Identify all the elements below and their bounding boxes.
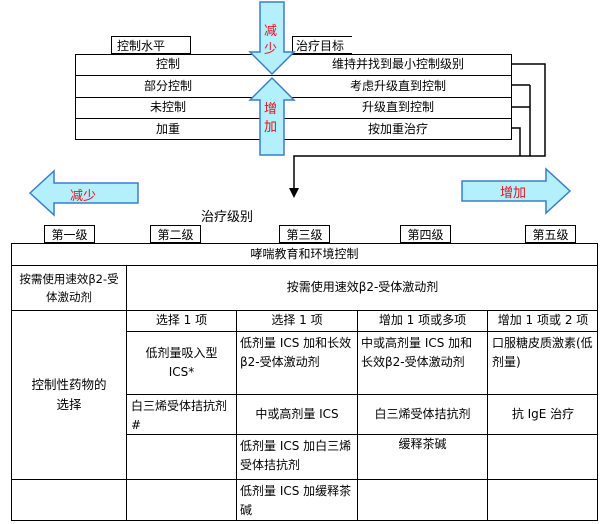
treatment-levels-label: 治疗级别 xyxy=(201,210,254,225)
step-4: 第四级 xyxy=(400,225,451,243)
header-step5: 增加 1 项或 2 项 xyxy=(497,313,589,328)
decrease-arrow xyxy=(28,169,139,217)
arrow-up-increase xyxy=(248,76,296,156)
arrow-up-label-2: 加 xyxy=(264,120,278,135)
level-partly-controlled: 部分控制 xyxy=(143,78,192,93)
step-2: 第二级 xyxy=(150,225,201,243)
cell-r1-step5: 口服糖皮质激素(低剂量) xyxy=(492,336,593,369)
cell-r2-step4: 白三烯受体拮抗剂 xyxy=(374,406,471,421)
cell-r1-step4: 中或高剂量 ICS 加和长效β2-受体激动剂 xyxy=(361,336,473,369)
arrow-down-label-2: 少 xyxy=(264,42,278,57)
arrow-up-label-1: 增 xyxy=(264,102,278,117)
step-5: 第五级 xyxy=(525,225,576,243)
control-level-label: 控制水平 xyxy=(117,39,166,53)
cell-r3-step3: 低剂量 ICS 加白三烯受体拮抗剂 xyxy=(240,439,352,472)
step-1: 第一级 xyxy=(44,225,95,243)
cell-r1-step2: 低剂量吸入型 ICS* xyxy=(145,345,218,379)
level-uncontrolled: 未控制 xyxy=(149,100,186,115)
goal-partly-controlled: 考虑升级直到控制 xyxy=(349,78,446,93)
step-3: 第三级 xyxy=(279,225,330,243)
vertical-arrows xyxy=(248,1,296,156)
goal-controlled: 维持并找到最小控制级别 xyxy=(331,57,464,72)
treatment-goal-label-box xyxy=(292,36,352,54)
bracket-connector xyxy=(289,63,546,198)
level-exacerbation: 加重 xyxy=(155,121,180,136)
goal-exacerbation: 按加重治疗 xyxy=(367,121,428,136)
cell-r3-step4: 缓释茶碱 xyxy=(398,437,447,452)
goal-uncontrolled: 升级直到控制 xyxy=(361,100,434,115)
arrow-down-label-1: 减 xyxy=(264,24,278,39)
decrease-label: 减少 xyxy=(70,189,97,204)
increase-arrow xyxy=(461,167,572,215)
cell-r2-step2: 白三烯受体拮抗剂# xyxy=(131,399,228,432)
cell-r1-step3: 低剂量 ICS 加和长效β2-受体激动剂 xyxy=(240,336,352,369)
reliever-right: 按需使用速效β2-受体激动剂 xyxy=(286,280,439,295)
treatment-table xyxy=(11,243,598,521)
increase-label: 增加 xyxy=(500,186,527,201)
reliever-left: 按需使用速效β2-受体激动剂 xyxy=(19,271,119,304)
level-controlled: 控制 xyxy=(155,57,180,72)
header-step2: 选择 1 项 xyxy=(155,313,208,328)
education-row: 哮喘教育和环境控制 xyxy=(250,246,359,261)
cell-r2-step3: 中或高剂量 ICS xyxy=(255,406,339,421)
cell-r2-step5: 抗 IgE 治疗 xyxy=(511,406,575,421)
cell-r4-step3: 低剂量 ICS 加缓释茶碱 xyxy=(240,484,352,517)
header-step3: 选择 1 项 xyxy=(271,313,323,328)
control-level-label-box xyxy=(111,36,191,54)
connector-arrowhead xyxy=(289,188,299,198)
controller-label: 控制性药物的选择 xyxy=(31,377,107,412)
arrow-down-decrease xyxy=(248,1,296,76)
treatment-goal-label: 治疗目标 xyxy=(296,39,345,53)
header-step4: 增加 1 项或多项 xyxy=(378,313,467,328)
